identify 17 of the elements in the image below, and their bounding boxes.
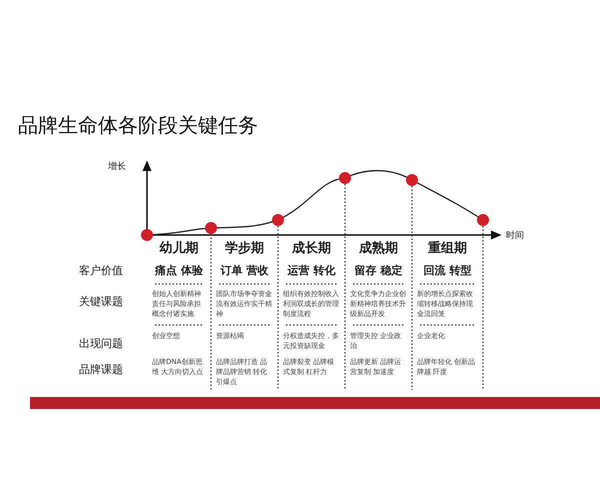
row-heading: 出现问题 — [78, 336, 124, 351]
value-heading: 运营 转化 — [286, 263, 336, 278]
stage-name: 幼儿期 — [158, 240, 200, 257]
axis-label: 时间 — [506, 230, 524, 242]
row-heading: 品牌课题 — [78, 362, 124, 377]
stage-name: 学步期 — [224, 240, 265, 257]
value-heading: 留存 稳定 — [354, 263, 404, 278]
axis-label: 增长 — [108, 160, 126, 173]
row-heading: 客户价值 — [78, 263, 124, 278]
stage-name: 成长期 — [290, 240, 332, 257]
value-heading: 痛点 体验 — [154, 263, 204, 278]
value-heading: 回流 转型 — [422, 263, 472, 278]
stage-name: 成熟期 — [358, 240, 399, 257]
stage-name: 重组期 — [427, 240, 468, 257]
value-heading: 订单 营收 — [219, 263, 270, 278]
row-heading: 关键课题 — [78, 294, 124, 309]
page-title: 品牌生命体各阶段关键任务 — [18, 112, 258, 139]
